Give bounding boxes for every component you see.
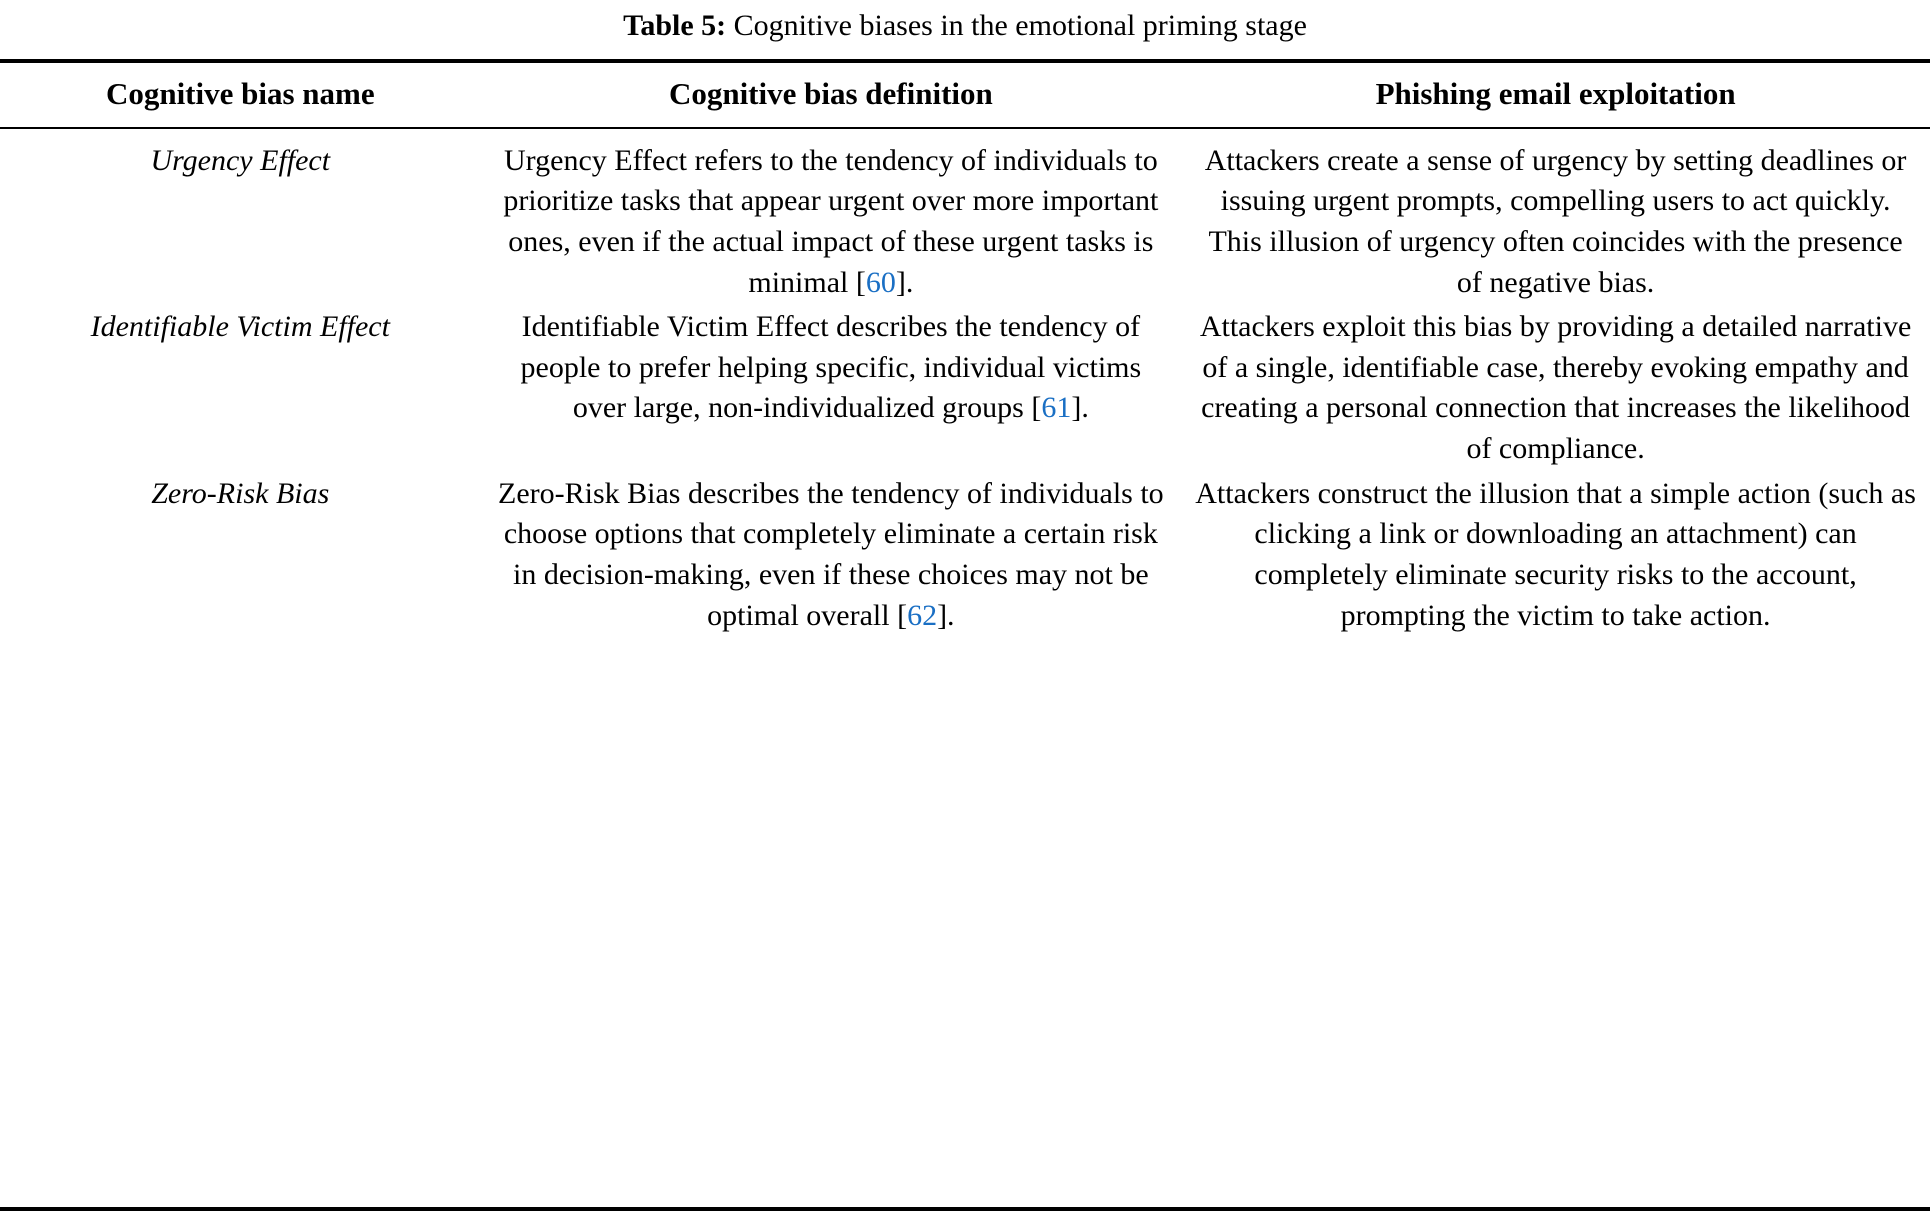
row-spacer — [0, 129, 1930, 139]
column-header-phishing-exploitation: Phishing email exploitation — [1375, 76, 1736, 112]
citation-link[interactable]: 60 — [865, 265, 896, 299]
definition-text: Urgency Effect refers to the tendency of… — [503, 143, 1159, 299]
bias-exploitation-cell: Attackers create a sense of urgency by s… — [1204, 143, 1907, 299]
table-bottom-rule — [0, 1207, 1930, 1211]
definition-text-tail: ]. — [895, 265, 914, 299]
definition-text-tail: ]. — [1071, 391, 1089, 425]
bias-exploitation-cell: Attackers construct the illusion that a … — [1195, 476, 1916, 632]
column-header-bias-name: Cognitive bias name — [105, 76, 375, 112]
citation-link[interactable]: 62 — [907, 598, 938, 632]
caption-label: Table 5: — [623, 9, 727, 42]
definition-text: Identifiable Victim Effect describes the… — [520, 310, 1142, 425]
table-header-row: Cognitive bias name Cognitive bias defin… — [0, 63, 1930, 126]
caption-text: Cognitive biases in the emotional primin… — [726, 9, 1307, 42]
definition-text-tail: ]. — [937, 598, 955, 632]
table-caption: Table 5: Cognitive biases in the emotion… — [0, 0, 1930, 59]
definition-text: Zero-Risk Bias describes the tendency of… — [498, 476, 1164, 632]
cognitive-biases-table: Cognitive bias name Cognitive bias defin… — [0, 63, 1930, 126]
bias-definition-cell: Identifiable Victim Effect describes the… — [481, 305, 1182, 472]
table-row: Zero-Risk Bias Zero-Risk Bias describes … — [0, 472, 1930, 639]
citation-link[interactable]: 61 — [1041, 391, 1072, 425]
table-filler — [0, 638, 1930, 1207]
table-mid-rule — [0, 126, 1930, 129]
bias-name-cell: Zero-Risk Bias — [151, 476, 330, 510]
table-row: Urgency Effect Urgency Effect refers to … — [0, 139, 1930, 306]
bias-exploitation-cell: Attackers exploit this bias by providing… — [1199, 310, 1912, 466]
bias-name-cell: Urgency Effect — [150, 143, 331, 177]
cognitive-biases-body: Urgency Effect Urgency Effect refers to … — [0, 129, 1930, 639]
bias-definition-cell: Zero-Risk Bias describes the tendency of… — [481, 472, 1182, 639]
bias-name-cell: Identifiable Victim Effect — [90, 310, 390, 344]
bias-definition-cell: Urgency Effect refers to the tendency of… — [481, 139, 1182, 306]
table-top-rule — [0, 59, 1930, 64]
table-row: Identifiable Victim Effect Identifiable … — [0, 305, 1930, 472]
column-header-bias-definition: Cognitive bias definition — [668, 76, 993, 112]
